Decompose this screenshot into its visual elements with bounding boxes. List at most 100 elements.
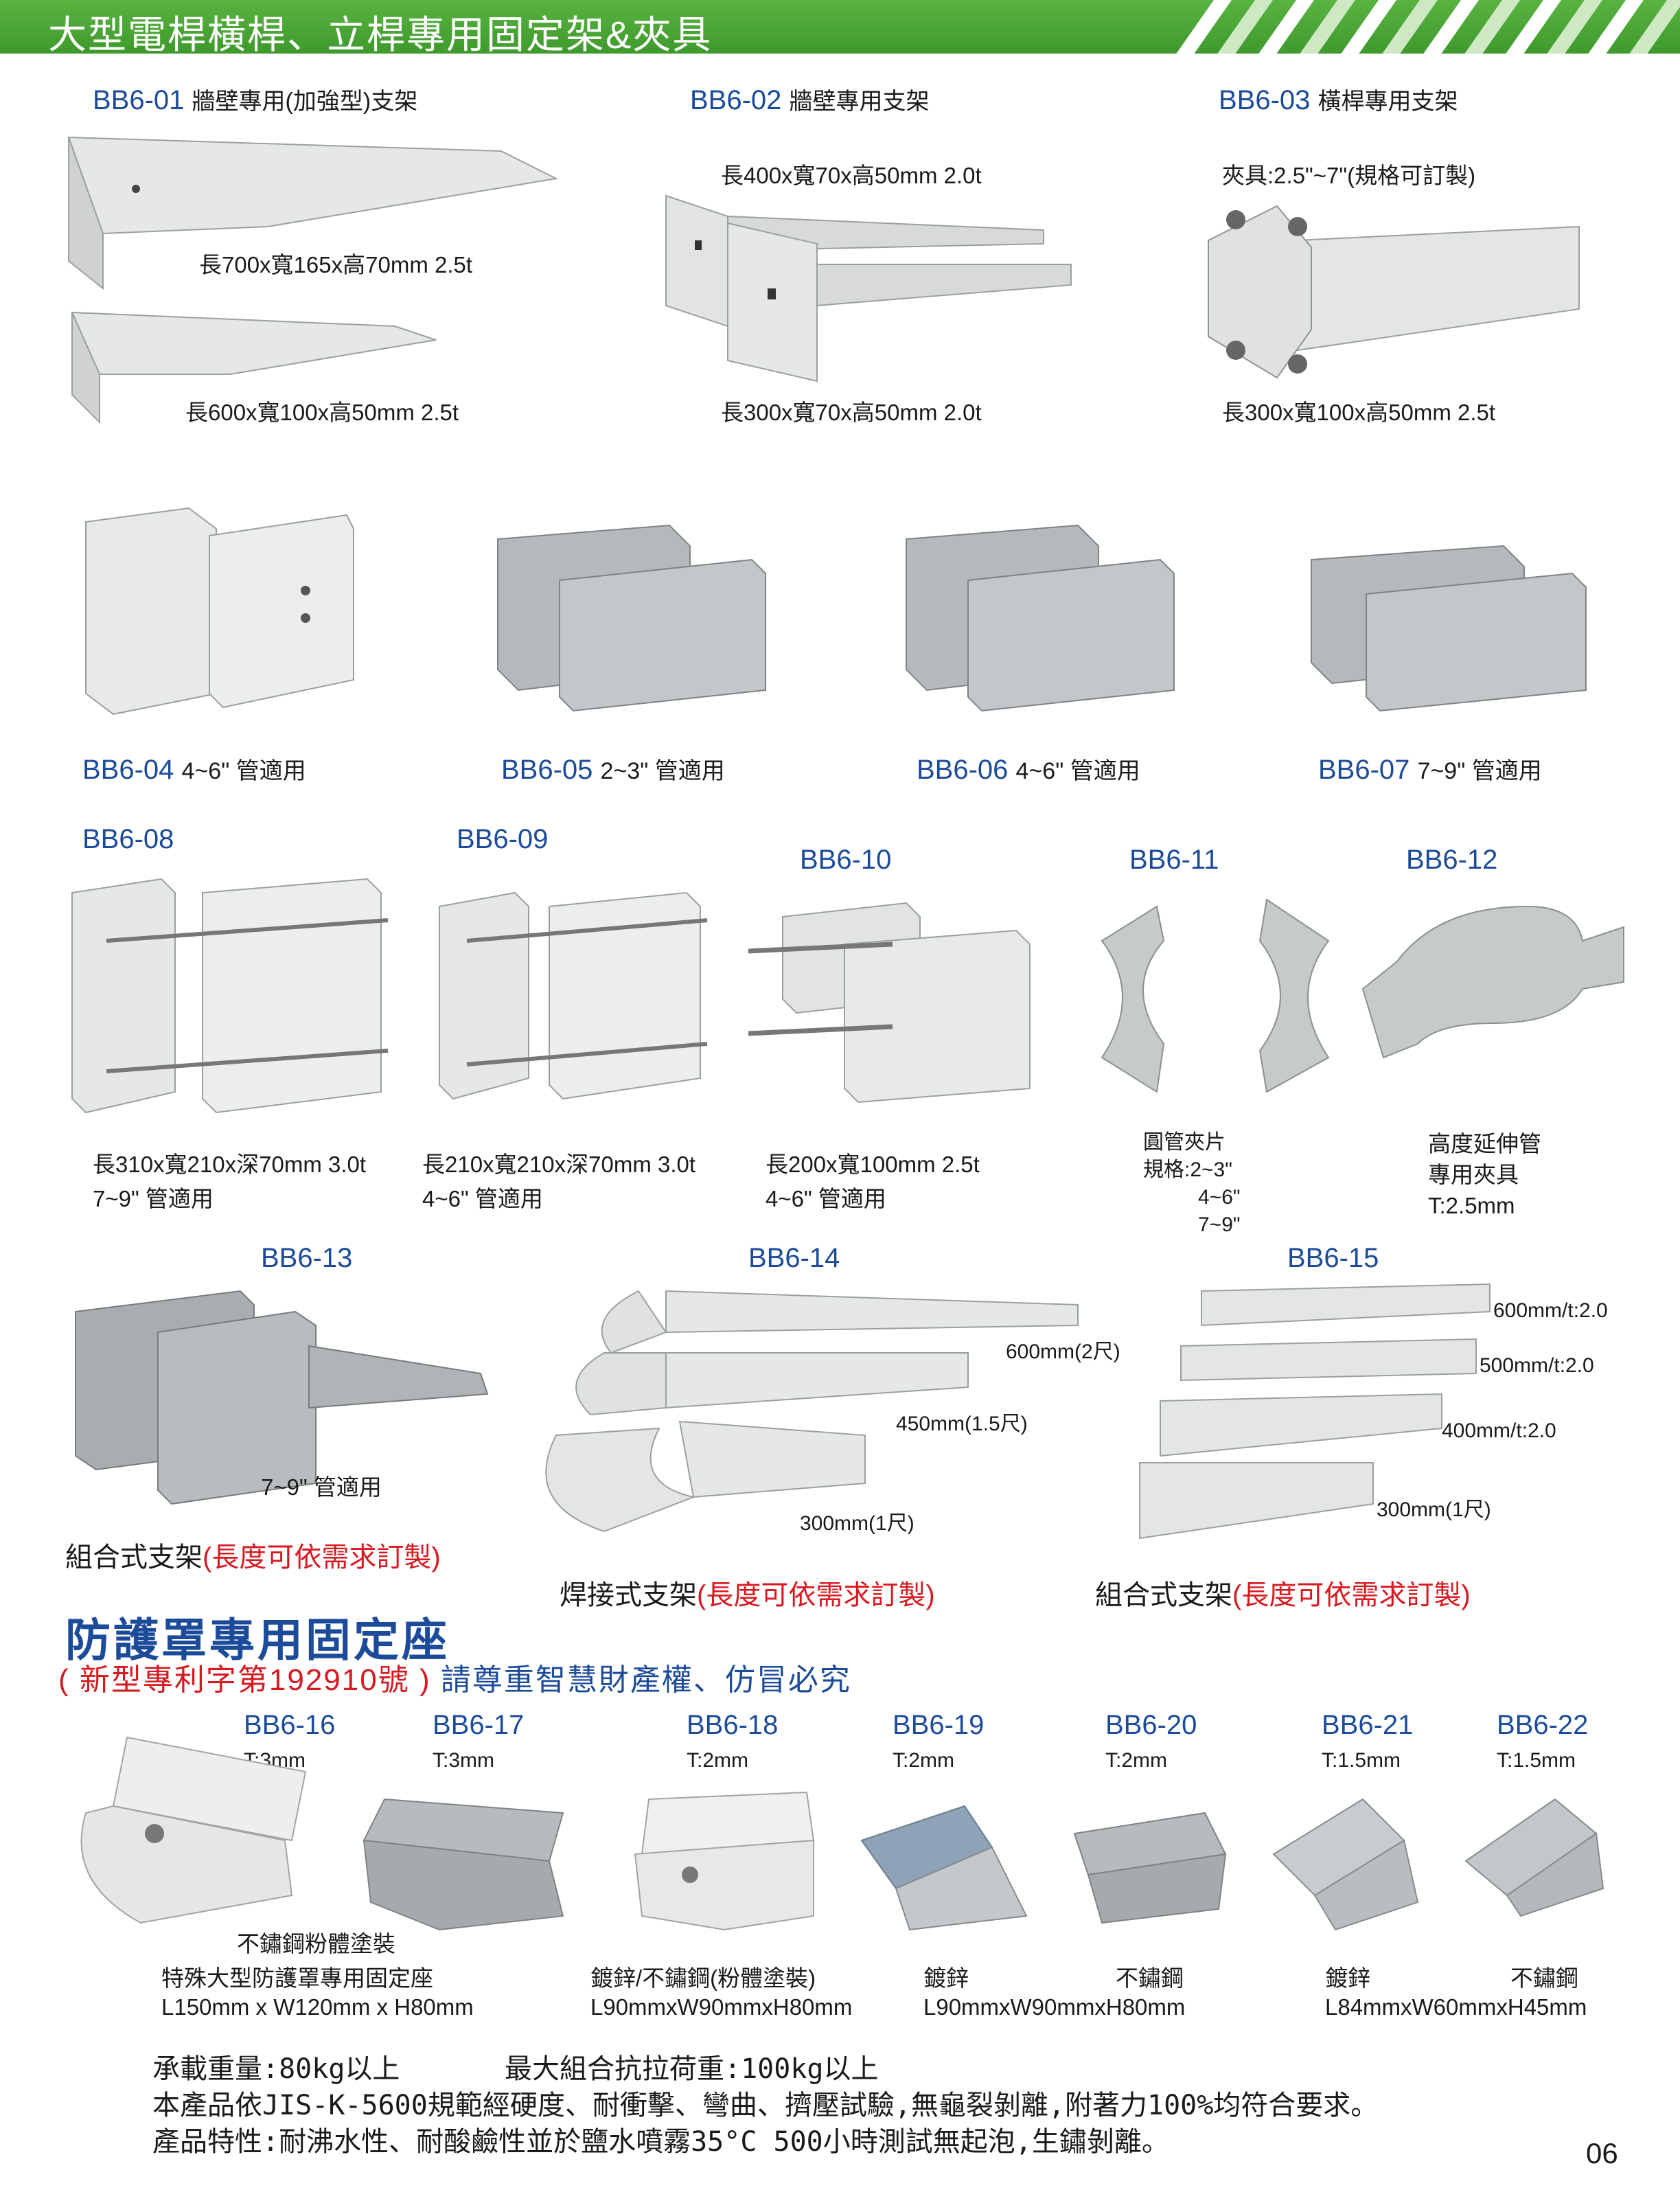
footer-test-standard: 本產品依JIS-K-5600規範經硬度、耐衝擊、彎曲、擠壓試驗,無龜裂剝離,附著… <box>152 2090 1379 2121</box>
patent-notice: ( 新型專利字第192910號 ) 請尊重智慧財產權、仿冒必究 <box>58 1663 851 1697</box>
bb6-15-length-500: 500mm/t:2.0 <box>1480 1354 1594 1377</box>
bb6-02-bracket-pair-image <box>665 194 1072 383</box>
bb6-16-code: BB6-16 <box>244 1710 336 1740</box>
bb6-01-spec-long: 長700x寬165x高70mm 2.5t <box>199 252 473 277</box>
page-number: 06 <box>1586 2137 1618 2169</box>
bb6-21-thickness: T:1.5mm <box>1322 1749 1401 1772</box>
bb6-08-spec-size: 長310x寬210x深70mm 3.0t <box>93 1152 367 1177</box>
bb6-16-17-size: L150mm x W120mm x H80mm <box>161 1994 474 2020</box>
bb6-02-label: BB6-02 牆壁專用支架 <box>690 85 930 115</box>
bb6-11-spec-1: 規格:2~3" <box>1143 1158 1232 1181</box>
bb6-18-material: 鍍鋅/不鏽鋼(粉體塗裝) <box>590 1965 816 1991</box>
bb6-09-code: BB6-09 <box>457 824 549 854</box>
bb6-08-clamp-image <box>71 878 389 1114</box>
bb6-15-code: BB6-15 <box>1287 1243 1379 1273</box>
page-title: 大型電桿橫桿、立桿專用固定架&夾具 <box>48 13 713 56</box>
bb6-19-thickness: T:2mm <box>893 1749 954 1772</box>
bb6-21-22-size: L84mmxW60mmxH45mm <box>1325 1994 1587 2020</box>
bb6-18-mount-image <box>634 1791 815 1931</box>
bb6-20-thickness: T:2mm <box>1105 1749 1167 1772</box>
bb6-05-bracket-image <box>497 524 766 712</box>
bb6-15-length-300: 300mm(1尺) <box>1377 1498 1491 1521</box>
bb6-08-spec-pipe: 7~9" 管適用 <box>93 1186 214 1211</box>
bb6-06-label: BB6-06 4~6" 管適用 <box>917 755 1140 785</box>
bb6-03-spec-bracket: 長300x寬100x高50mm 2.5t <box>1222 400 1496 425</box>
bb6-11-code: BB6-11 <box>1129 845 1219 875</box>
section-title: 防護罩專用固定座 <box>65 1614 450 1665</box>
bb6-18-size: L90mmxW90mmxH80mm <box>590 1994 853 2020</box>
bb6-20-mount-image <box>1073 1812 1227 1924</box>
bb6-21-material: 鍍鋅 <box>1325 1965 1370 1991</box>
bb6-02-spec-long: 長400x寬70x高50mm 2.0t <box>721 163 982 188</box>
bb6-12-desc-1: 高度延伸管 <box>1428 1131 1541 1156</box>
bb6-20-material: 不鏽鋼 <box>1116 1965 1184 1991</box>
bb6-17-mount-image <box>363 1798 564 1931</box>
bb6-15-caption: 組合式支架(長度可依需求訂製) <box>1095 1580 1471 1610</box>
bb6-19-20-size: L90mmxW90mmxH80mm <box>923 1994 1186 2020</box>
bb6-20-code: BB6-20 <box>1105 1710 1197 1740</box>
footer-load-weight: 承載重量:80kg以上 <box>152 2053 400 2085</box>
bb6-12-extension-clamp-image <box>1361 905 1624 1059</box>
footer-tensile-load: 最大組合抗拉荷重:100kg以上 <box>505 2053 879 2085</box>
bb6-22-mount-image <box>1464 1798 1604 1917</box>
bb6-22-material: 不鏽鋼 <box>1510 1965 1578 1991</box>
bb6-15-combination-bracket-image <box>1139 1283 1491 1540</box>
bb6-14-length-600: 600mm(2尺) <box>1006 1340 1120 1363</box>
bb6-18-code: BB6-18 <box>687 1710 779 1740</box>
bb6-04-bracket-image <box>85 507 354 716</box>
bb6-22-code: BB6-22 <box>1497 1710 1589 1740</box>
bb6-11-desc: 圓管夾片 <box>1143 1131 1226 1154</box>
bb6-08-code: BB6-08 <box>82 824 174 854</box>
bb6-16-mount-image <box>80 1736 307 1924</box>
bb6-01-short-bracket-image <box>71 311 437 424</box>
bb6-01-spec-short: 長600x寬100x高50mm 2.5t <box>185 400 459 425</box>
bb6-12-code: BB6-12 <box>1406 845 1498 875</box>
bb6-01-long-bracket-image <box>67 136 559 290</box>
bb6-13-pipe: 7~9" 管適用 <box>261 1474 382 1500</box>
bb6-07-label: BB6-07 7~9" 管適用 <box>1318 755 1542 785</box>
bb6-12-desc-2: 專用夾具 <box>1428 1162 1519 1187</box>
bb6-15-length-600: 600mm/t:2.0 <box>1493 1299 1608 1322</box>
bb6-13-code: BB6-13 <box>261 1243 353 1273</box>
bb6-09-clamp-image <box>439 891 708 1100</box>
bb6-10-spec-size: 長200x寬100mm 2.5t <box>766 1152 980 1177</box>
bb6-10-spec-pipe: 4~6" 管適用 <box>766 1186 886 1211</box>
bb6-14-caption: 焊接式支架(長度可依需求訂製) <box>560 1580 935 1610</box>
bb6-07-bracket-image <box>1311 545 1587 712</box>
bb6-17-code: BB6-17 <box>433 1710 525 1740</box>
bb6-19-mount-image <box>860 1805 1028 1931</box>
bb6-11-spec-3: 7~9" <box>1198 1213 1241 1236</box>
bb6-21-mount-image <box>1272 1798 1419 1931</box>
bb6-14-length-300: 300mm(1尺) <box>800 1512 914 1535</box>
bb6-18-thickness: T:2mm <box>687 1749 748 1772</box>
bb6-11-spec-2: 4~6" <box>1198 1186 1241 1209</box>
bb6-04-label: BB6-04 4~6" 管適用 <box>82 755 306 785</box>
bb6-17-thickness: T:3mm <box>433 1749 494 1772</box>
bb6-13-combination-bracket-image <box>75 1290 489 1505</box>
bb6-15-length-400: 400mm/t:2.0 <box>1442 1419 1556 1442</box>
bb6-21-code: BB6-21 <box>1322 1710 1414 1740</box>
bb6-03-spec-clamp: 夾具:2.5"~7"(規格可訂製) <box>1222 163 1476 188</box>
bb6-16-17-desc: 特殊大型防護罩專用固定座 <box>161 1965 433 1991</box>
bb6-03-label: BB6-03 橫桿專用支架 <box>1219 85 1458 115</box>
bb6-03-clamp-bracket-image <box>1208 205 1580 379</box>
bb6-10-clamp-image <box>748 902 1031 1104</box>
bb6-09-spec-size: 長210x寬210x深70mm 3.0t <box>422 1152 696 1177</box>
bb6-13-caption: 組合式支架(長度可依需求訂製) <box>65 1542 441 1573</box>
bb6-01-label: BB6-01 牆壁專用(加強型)支架 <box>93 85 418 115</box>
bb6-11-pipe-clip-image <box>1101 898 1330 1093</box>
bb6-16-17-coating: 不鏽鋼粉體塗裝 <box>237 1931 395 1956</box>
bb6-06-bracket-image <box>906 524 1175 712</box>
bb6-22-thickness: T:1.5mm <box>1497 1749 1576 1772</box>
bb6-19-code: BB6-19 <box>893 1710 985 1740</box>
bb6-14-welded-bracket-image <box>545 1290 1079 1533</box>
bb6-02-spec-short: 長300x寬70x高50mm 2.0t <box>721 400 982 425</box>
bb6-09-spec-pipe: 4~6" 管適用 <box>422 1186 543 1211</box>
bb6-10-code: BB6-10 <box>800 845 892 875</box>
bb6-14-length-450: 450mm(1.5尺) <box>896 1413 1028 1435</box>
bb6-12-thickness: T:2.5mm <box>1428 1193 1515 1218</box>
bb6-19-material: 鍍鋅 <box>923 1965 969 1991</box>
bb6-05-label: BB6-05 2~3" 管適用 <box>501 755 725 785</box>
footer-product-features: 產品特性:耐沸水性、耐酸鹼性並於鹽水噴霧35°C 500小時測試無起泡,生鏽剝離… <box>152 2126 1169 2158</box>
bb6-14-code: BB6-14 <box>748 1243 840 1273</box>
